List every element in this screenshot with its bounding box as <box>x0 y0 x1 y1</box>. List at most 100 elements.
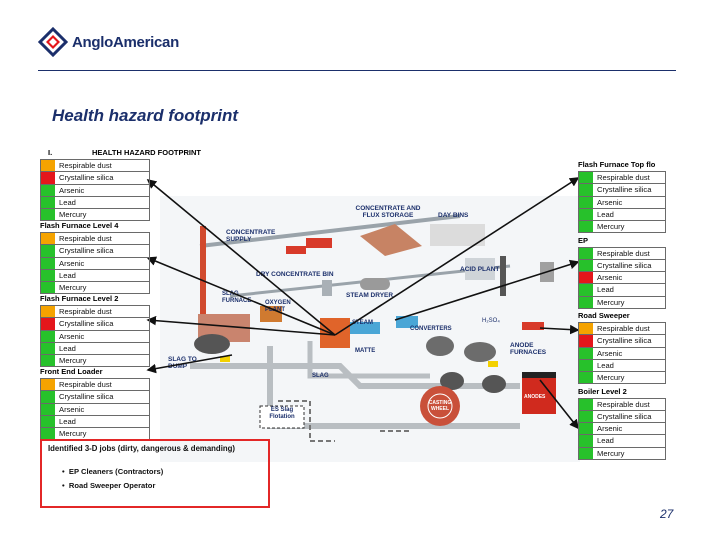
hazard-row: Mercury <box>579 296 665 309</box>
risk-level-swatch <box>579 259 593 272</box>
hazard-label: Respirable dust <box>597 248 650 258</box>
brand-logo: AngloAmerican <box>38 25 179 59</box>
risk-level-swatch <box>41 184 55 196</box>
hazard-label: Respirable dust <box>597 173 650 182</box>
hazard-row: Mercury <box>579 221 665 234</box>
hazard-label: Lead <box>59 197 76 207</box>
label-concentrate-supply: CONCENTRATE SUPPLY <box>226 229 276 243</box>
hazard-label: Mercury <box>597 373 625 383</box>
hazard-row: Crystalline silica <box>41 318 149 331</box>
hazard-row: Mercury <box>41 282 149 295</box>
hazard-label: Mercury <box>597 222 625 232</box>
label-acid-plant: ACID PLANT <box>460 266 500 273</box>
label-anodes: ANODES <box>524 394 546 400</box>
hazard-label: Mercury <box>59 429 87 439</box>
risk-level-swatch <box>41 330 55 342</box>
hazard-row: Respirable dust <box>579 247 665 260</box>
hazard-label: Crystalline silica <box>597 336 652 346</box>
hazard-label: Arsenic <box>597 197 623 207</box>
hazard-label: Crystalline silica <box>597 411 652 421</box>
risk-level-swatch <box>41 403 55 415</box>
hazard-label: Respirable dust <box>59 380 112 389</box>
hazard-row: Lead <box>579 284 665 297</box>
risk-level-swatch <box>41 172 55 184</box>
hazard-row: Respirable dust <box>579 398 665 411</box>
hazard-row: Respirable dust <box>579 323 665 336</box>
hazard-row: Mercury <box>41 355 149 368</box>
hazard-label: Lead <box>59 343 76 353</box>
hazard-table-marker: I. <box>48 148 53 157</box>
label-anode-furnaces: ANODE FURNACES <box>510 342 547 356</box>
risk-level-swatch <box>579 208 593 221</box>
hazard-row: Arsenic <box>579 423 665 436</box>
hazard-label: Crystalline silica <box>59 392 114 402</box>
label-steam-dryer: STEAM DRYER <box>346 292 394 299</box>
hazard-label: Arsenic <box>597 273 623 283</box>
page-title: Health hazard footprint <box>52 106 239 125</box>
hazard-label: Lead <box>59 270 76 280</box>
hazard-label: Lead <box>597 285 614 295</box>
hazard-label: Respirable dust <box>59 161 112 170</box>
hazard-table-header: Flash Furnace Level 2 <box>40 294 119 303</box>
label-casting-wheel: CASTING WHEEL <box>428 400 452 412</box>
jobs-list-item: • Road Sweeper Operator <box>62 481 156 490</box>
hazard-label: Mercury <box>59 283 87 293</box>
hazard-label: Lead <box>597 436 614 446</box>
risk-level-swatch <box>41 282 55 294</box>
hazard-label: Arsenic <box>597 424 623 434</box>
hazard-table-header: Boiler Level 2 <box>578 386 627 396</box>
hazard-table-header: EP <box>578 235 589 245</box>
risk-level-swatch <box>579 284 593 296</box>
hazard-label: Arsenic <box>59 185 85 195</box>
hazard-row: Respirable dust <box>41 160 149 173</box>
hazard-label: Mercury <box>597 448 625 458</box>
hazard-row: Crystalline silica <box>579 184 665 197</box>
hazard-row: Arsenic <box>41 257 149 270</box>
hazard-label: Mercury <box>59 356 87 366</box>
hazard-row: Mercury <box>579 372 665 385</box>
hazard-row: Crystalline silica <box>41 245 149 258</box>
hazard-table-header: Flash Furnace Top flo <box>578 160 656 169</box>
hazard-label: Crystalline silica <box>597 185 652 195</box>
risk-level-swatch <box>41 306 55 318</box>
hazard-label: Respirable dust <box>59 307 112 316</box>
hazard-row: Lead <box>41 269 149 283</box>
hazard-row: Crystalline silica <box>579 410 665 424</box>
risk-level-swatch <box>41 257 55 269</box>
hazard-label: Lead <box>597 209 614 219</box>
hazard-table-header: Front End Loader <box>40 367 103 376</box>
hazard-row: Crystalline silica <box>579 259 665 273</box>
hazard-label: Crystalline silica <box>59 319 114 329</box>
hazard-table-header: Road Sweeper <box>578 311 630 320</box>
risk-level-swatch <box>579 398 593 410</box>
plant-diagram <box>160 196 580 462</box>
page-number: 27 <box>660 507 674 521</box>
risk-level-swatch <box>41 245 55 257</box>
label-concentrate-flux-storage: CONCENTRATE AND FLUX STORAGE <box>355 205 421 219</box>
risk-level-swatch <box>41 391 55 403</box>
risk-level-swatch <box>579 272 593 284</box>
hazard-row: Arsenic <box>41 184 149 197</box>
hazard-table-title: HEALTH HAZARD FOOTPRINT <box>92 148 202 157</box>
identified-jobs-box <box>40 439 270 508</box>
risk-level-swatch <box>579 184 593 196</box>
jobs-list-item: • EP Cleaners (Contractors) <box>62 467 164 476</box>
hazard-row: Crystalline silica <box>579 335 665 348</box>
risk-level-swatch <box>41 209 55 221</box>
hazard-row: Lead <box>41 342 149 356</box>
hazard-row: Lead <box>579 359 665 373</box>
risk-level-swatch <box>41 355 55 367</box>
hazard-label: Mercury <box>59 210 87 220</box>
hazard-label: Respirable dust <box>597 324 650 333</box>
hazard-label: Arsenic <box>597 348 623 358</box>
hazard-label: Lead <box>59 416 76 426</box>
label-matte: MATTE <box>355 348 376 354</box>
hazard-label: Arsenic <box>59 404 85 414</box>
anglo-american-emblem-icon <box>38 27 68 57</box>
risk-level-swatch <box>41 379 55 391</box>
